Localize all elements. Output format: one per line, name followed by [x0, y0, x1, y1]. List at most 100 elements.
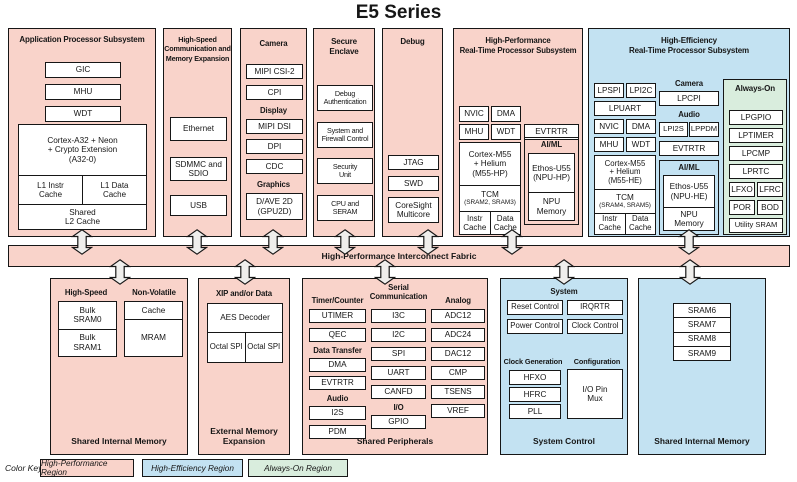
text-line: + Helium	[473, 159, 507, 169]
text-line: (SRAM2, SRAM3)	[464, 199, 516, 207]
text-line: Cortex-M55	[604, 158, 646, 168]
jtag-box: JTAG	[388, 155, 439, 170]
vref-box: VREF	[431, 404, 485, 418]
text-line: Cache	[463, 223, 487, 232]
adc24-box: ADC24	[431, 328, 485, 342]
nvic-box: NVIC	[594, 119, 624, 134]
sram6-box: SRAM6	[687, 305, 717, 315]
evtrtr-box: EVTRTR	[309, 376, 366, 390]
text-line: Mux	[587, 394, 603, 403]
text-line: I/O Pin	[582, 384, 608, 394]
analog-header: Analog	[445, 296, 471, 305]
connector-arrow-icon	[186, 229, 208, 255]
text-line: TCM	[616, 192, 634, 202]
high-speed-header: High-Speed	[64, 288, 108, 297]
text-line: (NPU-HE)	[670, 191, 708, 201]
cpu-seram-box: CPU and SERAM	[317, 195, 373, 221]
text-line: Unit	[339, 170, 351, 179]
connector-arrow-icon	[109, 259, 131, 285]
camera-display-graphics-block: Camera MIPI CSI-2 CPI Display MIPI DSI D…	[240, 28, 307, 237]
aiml-container: AI/ML Ethos-U55 (NPU-HP) NPU Memory	[524, 137, 579, 225]
text-line: + Helium	[609, 167, 641, 177]
shared-l2-cache-box: Shared L2 Cache	[19, 204, 146, 229]
text-line: Instr	[602, 214, 618, 224]
text-line: Cache	[598, 223, 622, 232]
aiml-header: AI/ML	[678, 163, 700, 172]
text-line: Cache	[628, 223, 652, 232]
lpuart-box: LPUART	[594, 101, 656, 116]
bulk-sram1-box: Bulk SRAM1	[59, 328, 116, 357]
tcm-box: TCM (SRAM4, SRAM5)	[595, 189, 655, 213]
por-box: POR	[729, 200, 755, 215]
block-footer-title: Shared Peripherals	[356, 435, 434, 446]
block-title-line: High-Efficiency	[661, 36, 717, 45]
uart-box: UART	[371, 366, 426, 380]
security-unit-box: Security Unit	[317, 158, 373, 184]
text-line: Cache	[493, 223, 517, 232]
block-title: Always-On	[735, 84, 775, 93]
io-pin-mux-box: I/O Pin Mux	[567, 369, 623, 419]
audio-header: Audio	[326, 394, 349, 403]
text-line: L1 Instr	[37, 180, 64, 190]
sram-stack: SRAM6 SRAM7 SRAM8 SRAM9	[673, 303, 731, 361]
text-line: SRAM1	[73, 342, 102, 352]
system-firewall-control-box: System and Firewall Control	[317, 122, 373, 148]
text-line: (SRAM4, SRAM5)	[599, 202, 651, 210]
pll-box: PLL	[509, 404, 561, 419]
l1-data-cache-box: L1 Data Cache	[82, 176, 146, 204]
page-title: E5 Series	[355, 2, 442, 23]
system-control-block: System Reset Control IRQRTR Power Contro…	[500, 278, 628, 455]
text-line: Firewall Control	[321, 134, 369, 143]
connector-arrow-icon	[679, 259, 701, 285]
cortex-a32-core-box: Cortex-A32 + Neon + Crypto Extension (A3…	[19, 125, 146, 175]
text-line: Security	[332, 161, 358, 171]
npu-memory-box: NPU Memory	[529, 192, 574, 220]
i3c-box: I3C	[371, 309, 426, 323]
wdt-box: WDT	[626, 137, 656, 152]
dma-box: DMA	[309, 358, 366, 372]
lprtc-box: LPRTC	[729, 164, 783, 179]
gpu2d-box: D/AVE 2D (GPU2D)	[246, 193, 303, 220]
xip-stack: AES Decoder Octal SPI Octal SPI	[207, 303, 283, 363]
sram7-box: SRAM7	[674, 317, 730, 331]
text-line: Bulk	[79, 305, 96, 315]
shared-peripherals-block: Serial Communication Timer/Counter Analo…	[302, 278, 488, 455]
block-footer-title: System Control	[533, 435, 595, 446]
text-line: SDMMC and	[175, 159, 222, 169]
connector-arrow-icon	[553, 259, 575, 285]
hp-realtime-subsystem-block: High-Performance Real-Time Processor Sub…	[453, 28, 583, 237]
connector-arrow-icon	[234, 259, 256, 285]
mhu-box: MHU	[459, 124, 489, 140]
npu-stack: Ethos-U55 (NPU-HE) NPU Memory	[663, 175, 715, 231]
connector-arrow-icon	[678, 229, 700, 255]
non-volatile-header: Non-Volatile	[132, 288, 176, 297]
connector-arrow-icon	[417, 229, 439, 255]
lpi2c-box: LPI2C	[626, 83, 656, 98]
text-line: CPU and	[331, 198, 359, 208]
shared-internal-memory-left-block: High-Speed Non-Volatile Bulk SRAM0 Bulk …	[50, 278, 188, 455]
interconnect-fabric-bar: High-Performance Interconnect Fabric	[8, 245, 790, 267]
octal-spi-box: Octal SPI	[244, 333, 283, 362]
gpio-box: GPIO	[371, 415, 426, 429]
text-line: + Crypto Extension	[47, 145, 118, 155]
nvic-box: NVIC	[459, 106, 489, 122]
cortex-a32-cluster-box: Cortex-A32 + Neon + Crypto Extension (A3…	[18, 124, 147, 230]
lpi2s-box: LPI2S	[659, 122, 688, 137]
text-line: Memory	[536, 206, 567, 216]
text-line: (M55-HP)	[472, 168, 508, 178]
cache-row: Instr Cache Data Cache	[460, 211, 520, 234]
text-line: Authentication	[323, 97, 367, 106]
text-line: Bulk	[79, 333, 96, 343]
block-title-line: Enclave	[329, 47, 359, 57]
qec-box: QEC	[309, 328, 366, 342]
connector-arrow-icon	[71, 229, 93, 255]
usb-box: USB	[170, 195, 227, 216]
key-high-efficiency-region: High-Efficiency Region	[142, 459, 243, 477]
text-line: L1 Data	[100, 180, 129, 190]
cortex-m55-hp-core-box: Cortex-M55 + Helium (M55-HP)	[460, 143, 520, 185]
bod-box: BOD	[757, 200, 783, 215]
utimer-box: UTIMER	[309, 309, 366, 323]
text-line: Memory	[674, 219, 704, 228]
mhu-box: MHU	[45, 84, 121, 100]
